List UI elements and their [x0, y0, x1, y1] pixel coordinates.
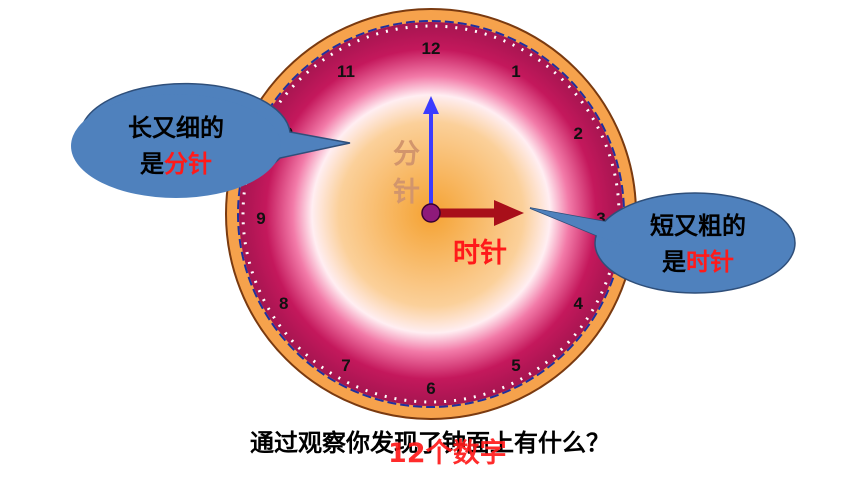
clock-number-3: 3 [596, 209, 605, 228]
minute-hand-label-1: 分 [393, 139, 420, 170]
bubble-left-line2: 是分针 [140, 150, 212, 178]
bubble-right-highlight: 时针 [686, 248, 734, 276]
bubble-left-highlight: 分针 [164, 150, 212, 178]
hour-hand-label: 时针 [453, 238, 507, 269]
bubble-left-line1: 长又细的 [128, 114, 224, 142]
clock-number-1: 1 [511, 62, 520, 81]
clock-number-6: 6 [426, 379, 435, 398]
clock-number-8: 8 [279, 294, 288, 313]
bubble-right-text: 短又粗的 是时针 [618, 208, 778, 280]
bubble-left-text: 长又细的 是分针 [96, 110, 256, 182]
clock-number-11: 11 [337, 62, 355, 81]
minute-hand-arrow [423, 96, 439, 114]
clock-number-4: 4 [573, 294, 583, 313]
bubble-right-line2: 是时针 [662, 248, 734, 276]
clock-number-7: 7 [341, 356, 350, 375]
center-pin [421, 203, 441, 223]
clock-number-12: 12 [422, 39, 441, 58]
answer-text: 12个数字 [388, 438, 507, 469]
hour-hand-arrow [494, 200, 524, 226]
clock-number-5: 5 [511, 356, 520, 375]
bubble-right-line1: 短又粗的 [650, 212, 746, 240]
clock-number-9: 9 [256, 209, 265, 228]
speech-bubble-right-body [594, 192, 796, 294]
minute-hand-label-2: 针 [393, 177, 420, 208]
question-text: 通过观察你发现了钟面上有什么？ [250, 429, 610, 457]
clock-number-2: 2 [573, 124, 582, 143]
